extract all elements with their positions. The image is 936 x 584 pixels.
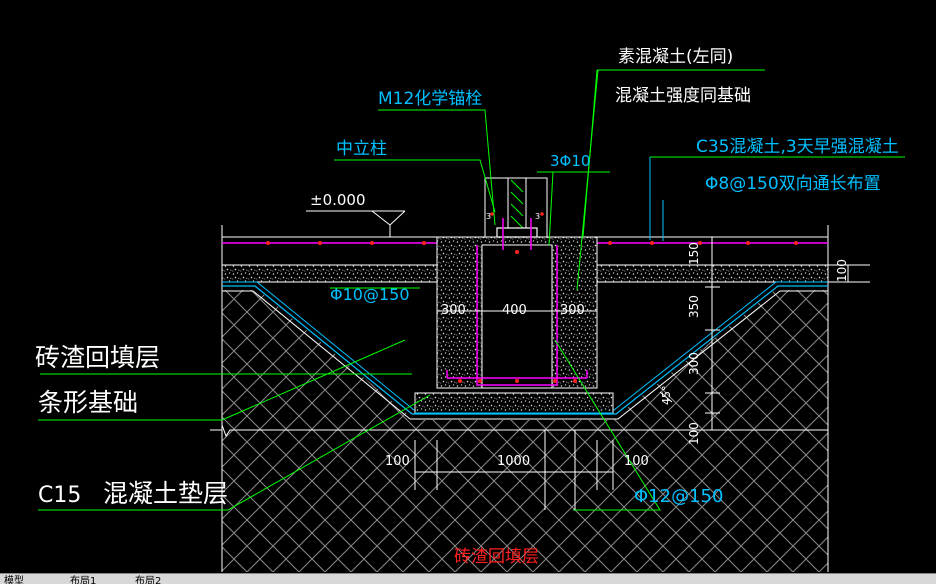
beam-rebar-dots [458,250,577,383]
dim-100-vertical: 100 [687,422,701,445]
label-brick-fill: 砖渣回填层 [35,343,160,372]
base-plate [496,227,538,238]
dim-100-bottom-left: 100 [385,454,410,469]
slab-base-left [221,264,438,283]
label-bottom-rebar: Φ12@150 [634,486,723,507]
dim-lines [414,237,870,510]
dim-300-left: 300 [441,303,466,318]
label-middle-column: 中立柱 [336,139,387,159]
label-3phi10: 3Φ10 [550,152,590,170]
tab-layout2[interactable]: 布局2 [135,576,162,584]
dim-300-vertical: 300 [687,352,701,375]
label-rebar-mesh: Φ8@150双向通长布置 [705,174,881,194]
label-plain-concrete: 素混凝土(左同) [618,47,733,67]
slab-rebar-dots [266,241,798,245]
dim-100-bottom-right: 100 [624,454,649,469]
label-elevation: ±0.000 [310,191,366,209]
label-strip-foundation: 条形基础 [38,388,138,417]
label-c15: C15 [38,483,81,508]
dim-400: 400 [502,303,527,318]
label-c35-concrete: C35混凝土,3天早强混凝土 [696,137,899,157]
label-concrete-strength: 混凝土强度同基础 [615,86,751,106]
label-anchor-bolt: M12化学锚栓 [378,89,482,109]
column-core [481,244,553,389]
label-concrete-cushion: 混凝土垫层 [103,479,228,508]
dim-100-right: 100 [835,259,849,282]
label-stirrup: Φ10@150 [330,285,410,304]
tab-model[interactable]: 模型 [4,576,24,584]
label-small-3-right: 3 [535,212,540,221]
dim-300-right: 300 [560,303,585,318]
dim-150: 150 [687,242,701,265]
dim-1000: 1000 [497,454,530,469]
soil-hatch [222,290,828,572]
layout-tab-bar: 模型 布局1 布局2 [0,573,936,584]
label-slope-angle: 45° [660,386,673,406]
strip-footing [414,392,614,414]
label-small-3-left: 3 [486,212,491,221]
label-brick-fill-bottom: 砖渣回填层 [454,547,539,567]
leader-lines [38,69,905,511]
tab-layout1[interactable]: 布局1 [70,576,97,584]
dim-350: 350 [687,295,701,318]
